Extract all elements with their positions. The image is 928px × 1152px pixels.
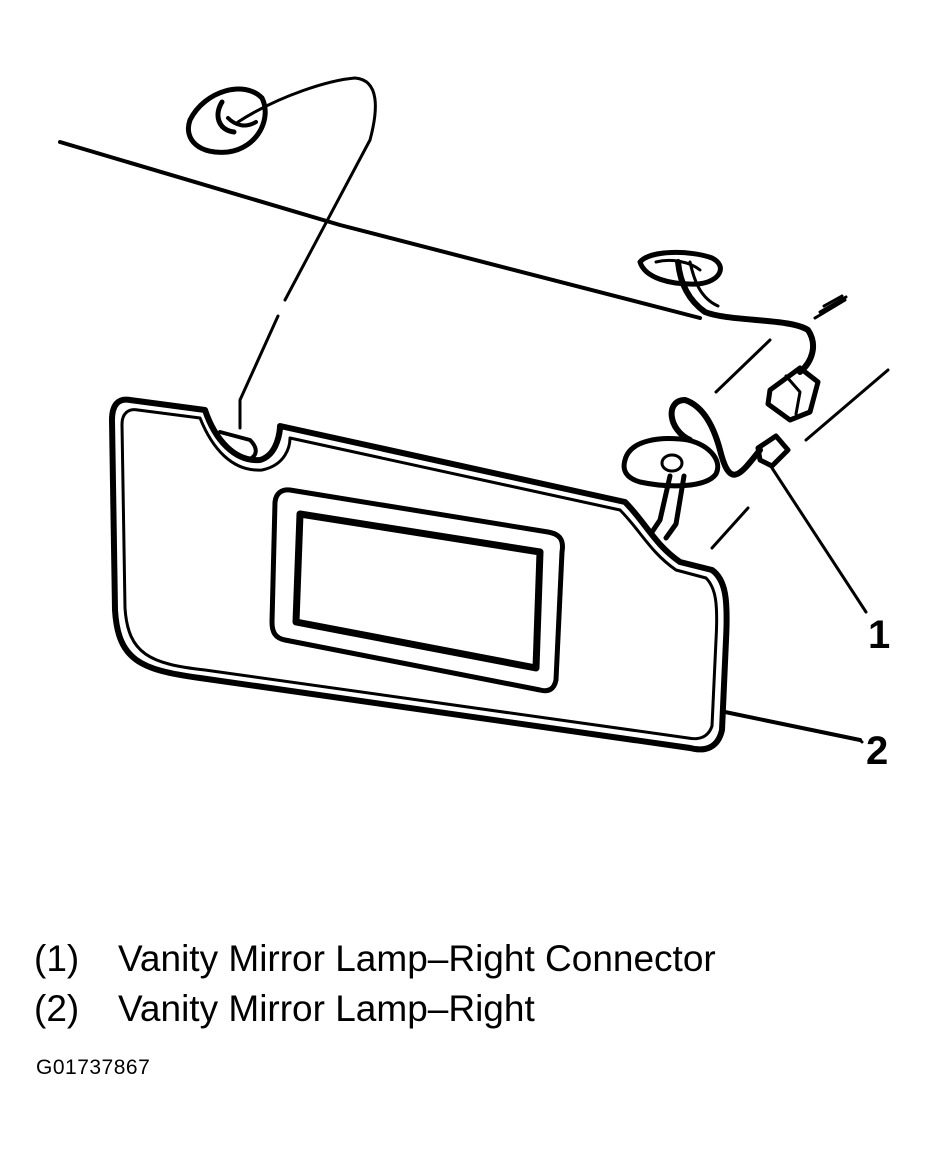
visor-pivot-base [621, 436, 721, 541]
vanity-mirror-glass [292, 510, 544, 672]
legend-item-number: (1) [34, 938, 80, 979]
figure-id: G01737867 [36, 1056, 151, 1079]
legend-item-label: Vanity Mirror Lamp–Right Connector [118, 938, 716, 979]
visor-clip-notch [218, 430, 258, 462]
callout-1-leader [770, 466, 868, 614]
legend: (1) Vanity Mirror Lamp–Right Connector (… [34, 934, 894, 1034]
exploded-view-line-right-3 [710, 506, 750, 550]
sun-visor-inner-outline [120, 408, 719, 741]
callout-1: 1 [868, 613, 890, 657]
exploded-view-line-left [236, 76, 377, 302]
exploded-view-line-right-2 [804, 368, 890, 442]
lamp-connector [755, 365, 821, 469]
exploded-view-line-right [714, 338, 772, 394]
legend-item-2: (2) Vanity Mirror Lamp–Right [34, 984, 894, 1034]
exploded-view-line-left-dash [238, 314, 280, 430]
callout-2-leader [858, 738, 864, 744]
wire-harness [675, 259, 817, 375]
headliner-edge-line-lower [723, 710, 862, 742]
legend-item-label: Vanity Mirror Lamp–Right [118, 988, 535, 1029]
legend-item-1: (1) Vanity Mirror Lamp–Right Connector [34, 934, 894, 984]
lamp-wire-loop [668, 397, 763, 478]
callout-2: 2 [866, 729, 888, 773]
headliner-edge-line [58, 140, 702, 320]
sun-visor-outline [109, 396, 730, 753]
direction-marks [813, 294, 848, 320]
sun-visor-illustration: 1 2 [58, 76, 890, 773]
vanity-mirror-frame [269, 487, 565, 694]
legend-item-number: (2) [34, 988, 80, 1029]
visor-retainer-clip [186, 86, 268, 155]
